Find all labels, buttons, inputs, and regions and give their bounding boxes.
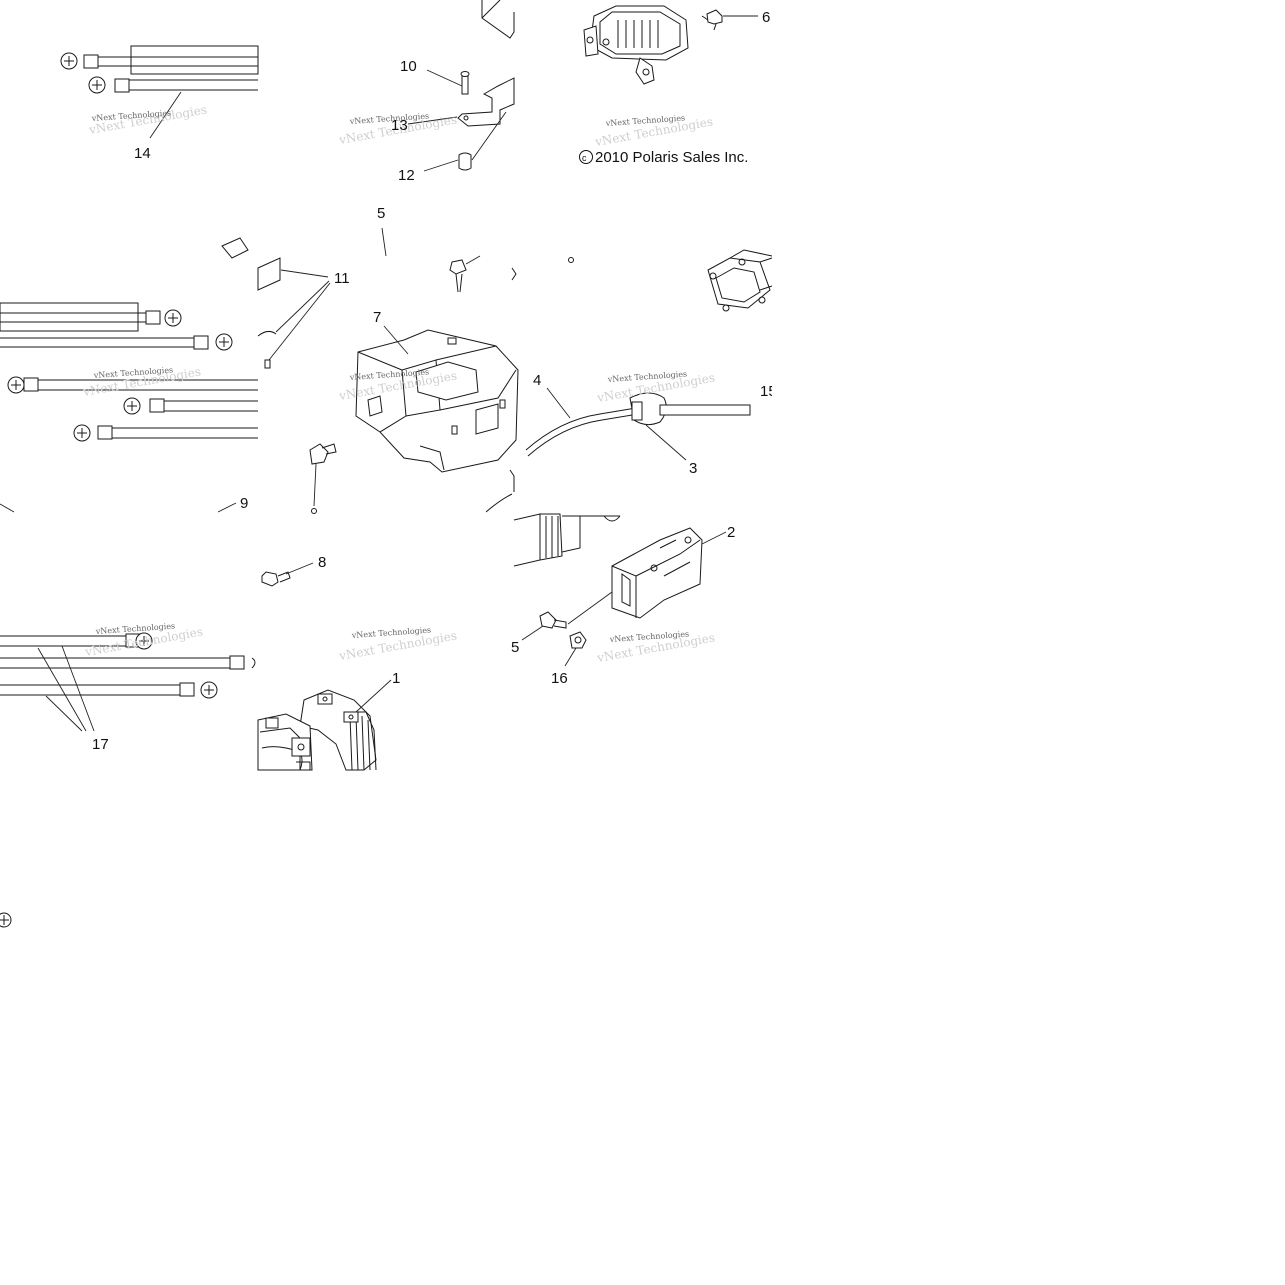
callout-17: 17 (92, 736, 109, 753)
winch-drum (485, 469, 621, 567)
callout-14: 14 (134, 145, 151, 162)
mount-bracket-13 (407, 0, 515, 172)
stray-lug (0, 912, 12, 928)
fairlead-bracket-2 (611, 527, 727, 619)
callout-12: 12 (398, 167, 415, 184)
callout-8: 8 (318, 554, 326, 571)
battery-cable-9 (0, 376, 258, 513)
callout-6: 6 (762, 9, 770, 26)
callout-11: 11 (334, 270, 350, 287)
callout-9: 9 (240, 495, 248, 512)
callout-7: 7 (373, 309, 381, 326)
callout-2: 2 (727, 524, 735, 541)
winch-mount-7 (355, 227, 574, 473)
copyright-symbol-letter: c (582, 153, 587, 163)
callout-3: 3 (689, 460, 697, 477)
relay-module-6 (583, 5, 758, 85)
winch-assembly-1 (257, 679, 392, 771)
callout-16: 16 (551, 670, 568, 687)
cable-4-grommet-3 (525, 387, 751, 461)
callout-10: 10 (400, 58, 417, 75)
copyright-text: 2010 Polaris Sales Inc. (595, 149, 748, 166)
bolt-5-nut-16 (521, 591, 613, 667)
battery-cable-17 (0, 632, 256, 732)
callout-5-bottom: 5 (511, 639, 519, 656)
winch-motor-end (707, 249, 773, 312)
copyright-circle (579, 150, 593, 164)
crop-mask (772, 0, 1285, 800)
callout-4: 4 (533, 372, 541, 389)
bolt-washer (309, 443, 337, 514)
callout-13: 13 (391, 117, 408, 134)
bolt-8 (261, 562, 314, 587)
battery-cable-14 (60, 45, 259, 139)
callout-1: 1 (392, 670, 400, 687)
battery-cable-11 (0, 237, 331, 369)
callout-5-top: 5 (377, 205, 385, 222)
copyright-notice: c 2010 Polaris Sales Inc. (579, 149, 748, 166)
